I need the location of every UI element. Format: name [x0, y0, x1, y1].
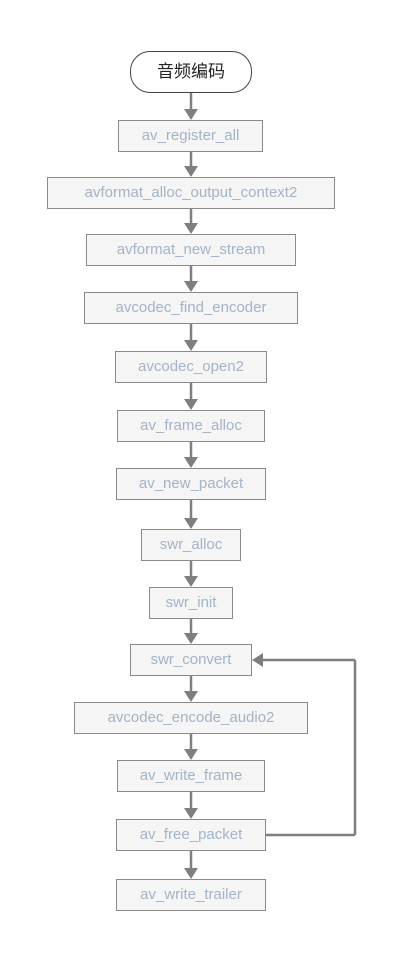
arrow-head — [184, 576, 198, 587]
arrow-head — [184, 691, 198, 702]
step-swr-init: swr_init — [149, 587, 233, 619]
arrow-head — [184, 868, 198, 879]
step-av-free-packet: av_free_packet — [116, 819, 266, 851]
step-avformat-new-stream: avformat_new_stream — [86, 234, 296, 266]
loop-arrow-head — [252, 653, 263, 667]
step-swr-convert: swr_convert — [130, 644, 252, 676]
arrow-head — [184, 633, 198, 644]
arrow-head — [184, 109, 198, 120]
arrow-head — [184, 457, 198, 468]
arrow-head — [184, 223, 198, 234]
arrow-head — [184, 808, 198, 819]
arrow-head — [184, 166, 198, 177]
step-swr-alloc: swr_alloc — [141, 529, 241, 561]
arrow-head — [184, 281, 198, 292]
arrow-head — [184, 749, 198, 760]
step-av-write-trailer: av_write_trailer — [116, 879, 266, 911]
step-av-new-packet: av_new_packet — [116, 468, 266, 500]
step-av-register-all: av_register_all — [118, 120, 263, 152]
arrow-head — [184, 518, 198, 529]
step-av-frame-alloc: av_frame_alloc — [117, 410, 265, 442]
step-avcodec-encode-audio2: avcodec_encode_audio2 — [74, 702, 308, 734]
arrow-head — [184, 340, 198, 351]
arrow-head — [184, 399, 198, 410]
start-node: 音频编码 — [130, 51, 252, 93]
step-av-write-frame: av_write_frame — [117, 760, 265, 792]
step-avformat-alloc-output-context2: avformat_alloc_output_context2 — [47, 177, 335, 209]
step-avcodec-find-encoder: avcodec_find_encoder — [84, 292, 298, 324]
step-avcodec-open2: avcodec_open2 — [115, 351, 267, 383]
